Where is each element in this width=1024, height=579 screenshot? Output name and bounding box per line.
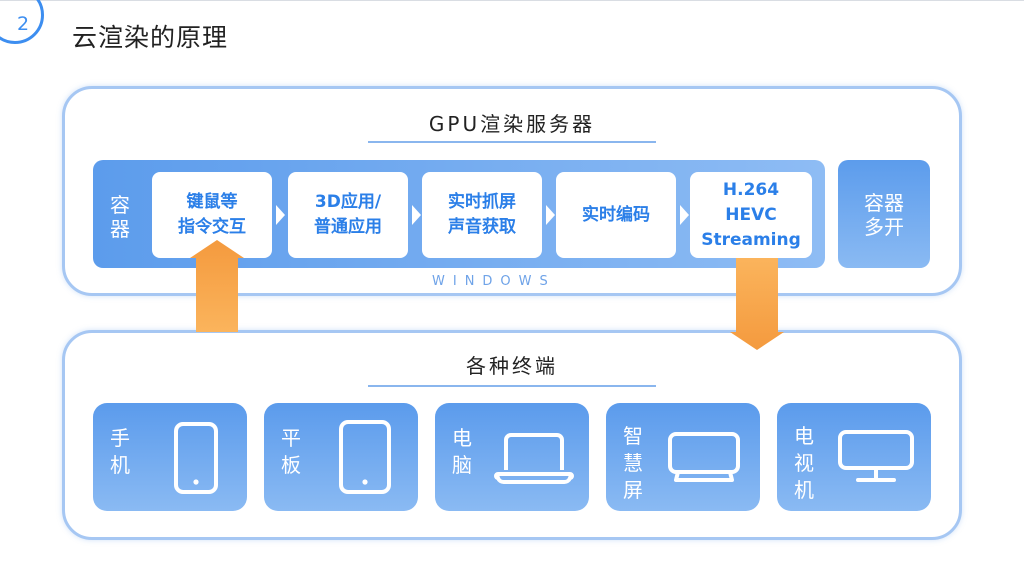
device-label-smart-screen: 智 慧 屏	[621, 423, 645, 504]
step-encoding: 实时编码	[556, 172, 676, 258]
multi-container-label: 容器 多开	[838, 191, 930, 239]
label-char: 电	[794, 424, 814, 448]
step-5-line-3: Streaming	[701, 229, 801, 250]
arrow-down-icon	[730, 258, 784, 350]
step-2-line-1: 3D应用/	[314, 192, 382, 212]
step-3-line-1: 实时抓屏	[448, 192, 516, 212]
step-5-line-2: HEVC	[725, 204, 777, 225]
container-label: 容器	[110, 193, 130, 241]
section-badge	[0, 0, 44, 44]
label-char: 电	[452, 426, 472, 450]
tv-icon	[838, 430, 914, 482]
step-2-line-2: 普通应用	[314, 217, 382, 237]
label-char: 屏	[623, 478, 643, 502]
section-number: 2	[17, 13, 30, 35]
chevron-right-icon	[680, 205, 689, 225]
device-tile-smart-screen	[606, 403, 760, 511]
step-applications: 3D应用/普通应用	[288, 172, 408, 258]
step-1-line-1: 键鼠等	[186, 192, 238, 212]
smart-screen-icon	[668, 432, 740, 482]
device-label-tv: 电 视 机	[792, 423, 816, 504]
chevron-right-icon	[546, 205, 555, 225]
device-label-tablet: 平 板	[279, 425, 303, 479]
step-capture: 实时抓屏声音获取	[422, 172, 542, 258]
step-1-line-2: 指令交互	[178, 217, 246, 237]
label-char: 机	[110, 453, 130, 477]
label-char: 机	[794, 478, 814, 502]
label-char: 脑	[452, 453, 472, 477]
gpu-server-title-underline	[368, 141, 656, 143]
terminals-title-underline	[368, 385, 656, 387]
label-char: 平	[281, 426, 301, 450]
step-3-line-2: 声音获取	[448, 217, 516, 237]
laptop-icon	[494, 433, 574, 484]
chevron-right-icon	[412, 205, 421, 225]
label-char: 视	[794, 451, 814, 475]
multi-container-box	[838, 160, 930, 268]
step-4-line-1: 实时编码	[582, 204, 650, 225]
label-char: 慧	[623, 451, 643, 475]
arrow-up-icon	[190, 240, 244, 332]
page-title: 云渲染的原理	[72, 23, 229, 52]
top-divider	[0, 0, 1024, 1]
device-tile-phone	[93, 403, 247, 511]
windows-label: WINDOWS	[432, 274, 556, 289]
multi-container-line-1: 容器	[864, 191, 904, 215]
label-char: 板	[281, 453, 301, 477]
step-5-line-1: H.264	[722, 179, 780, 200]
label-char: 智	[623, 424, 643, 448]
multi-container-line-2: 多开	[864, 215, 904, 239]
label-char: 手	[110, 426, 130, 450]
device-label-phone: 手 机	[108, 425, 132, 479]
chevron-right-icon	[276, 205, 285, 225]
phone-icon	[174, 422, 218, 494]
terminals-title: 各种终端	[466, 354, 558, 378]
device-label-computer: 电 脑	[450, 425, 474, 479]
tablet-icon	[339, 420, 391, 494]
device-tile-tv	[777, 403, 931, 511]
gpu-server-title: GPU渲染服务器	[428, 112, 596, 136]
